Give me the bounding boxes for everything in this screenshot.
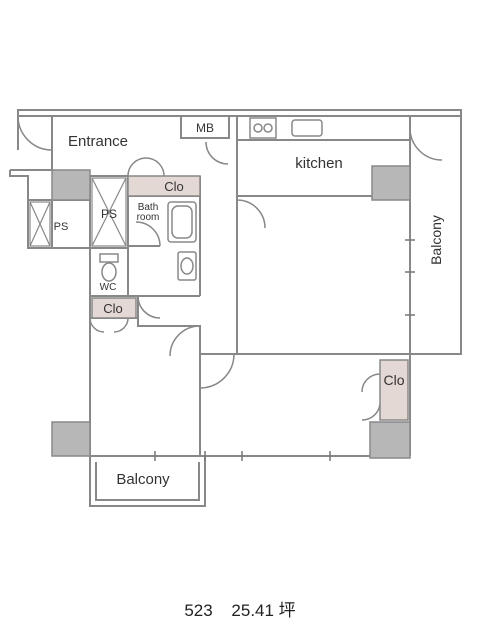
column-bottom-right bbox=[369, 421, 411, 459]
unit-area: 25.41 坪 bbox=[231, 601, 296, 620]
closets bbox=[91, 175, 409, 421]
closet-top bbox=[127, 175, 201, 197]
stove-burner-1 bbox=[253, 123, 263, 133]
clo-right-door-swing bbox=[361, 373, 381, 421]
label-mb: MB bbox=[196, 121, 214, 135]
ps-right-box bbox=[91, 177, 127, 247]
lower-room-door-swing bbox=[199, 353, 235, 389]
fixtures bbox=[99, 117, 323, 282]
bedroom-top-wall bbox=[137, 296, 201, 354]
balcony-door-swing bbox=[409, 127, 443, 161]
ps-left-cross bbox=[29, 201, 51, 247]
bedroom-door-swing bbox=[137, 295, 161, 319]
closet-mid bbox=[91, 297, 137, 319]
label-closet-top: Clo bbox=[164, 179, 184, 194]
bath-door-swing bbox=[135, 221, 161, 247]
window-ticks-bottom bbox=[154, 451, 331, 461]
balcony-bottom-inner bbox=[95, 462, 200, 501]
mb-box bbox=[180, 115, 230, 139]
toilet-bowl bbox=[101, 262, 117, 282]
label-kitchen: kitchen bbox=[295, 155, 343, 172]
label-wc: WC bbox=[100, 282, 117, 293]
doors bbox=[17, 115, 443, 421]
label-ps-left: PS bbox=[54, 221, 69, 233]
outer-wall-top bbox=[17, 109, 462, 117]
unit-caption: 523 25.41 坪 bbox=[0, 596, 480, 621]
pipe-shafts bbox=[29, 177, 127, 247]
closet-right bbox=[379, 359, 409, 421]
label-balcony-right: Balcony bbox=[428, 215, 444, 265]
label-bathroom-line2: room bbox=[137, 212, 160, 223]
stove-burner-2 bbox=[263, 123, 273, 133]
column-kitchen bbox=[371, 165, 411, 201]
label-ps-right: PS bbox=[101, 207, 117, 221]
bedroom-door-swing-2 bbox=[169, 325, 201, 357]
column-bottom-left bbox=[51, 421, 91, 457]
column-entrance bbox=[51, 169, 91, 201]
living-left-wall bbox=[236, 116, 410, 355]
balcony-bottom-outline bbox=[89, 456, 206, 507]
ps-left-box bbox=[29, 201, 51, 247]
bathtub-inner bbox=[171, 205, 193, 239]
window-ticks-right bbox=[405, 239, 415, 316]
clo-top-door-swing bbox=[127, 157, 165, 177]
outer-wall-right bbox=[410, 116, 462, 355]
columns bbox=[51, 165, 411, 459]
kitchen-sink bbox=[291, 119, 323, 137]
window-marks bbox=[154, 239, 415, 461]
living-door-swing bbox=[236, 199, 266, 229]
label-closet-right: Clo bbox=[383, 372, 404, 388]
unit-number: 523 bbox=[184, 601, 213, 620]
label-bathroom-line1: Bath bbox=[138, 202, 159, 213]
label-closet-mid: Clo bbox=[103, 301, 123, 316]
entrance-door-swing bbox=[17, 115, 53, 151]
stove bbox=[249, 117, 277, 139]
walls bbox=[9, 109, 462, 507]
washbasin-bowl bbox=[180, 257, 194, 275]
toilet-tank bbox=[99, 253, 119, 263]
ps-right-cross bbox=[91, 177, 127, 247]
clo-mid-door-swing bbox=[89, 317, 129, 333]
mb-door-swing bbox=[205, 141, 229, 165]
label-balcony-bottom: Balcony bbox=[116, 471, 170, 488]
label-entrance: Entrance bbox=[68, 133, 128, 150]
outer-wall-left bbox=[9, 170, 91, 456]
